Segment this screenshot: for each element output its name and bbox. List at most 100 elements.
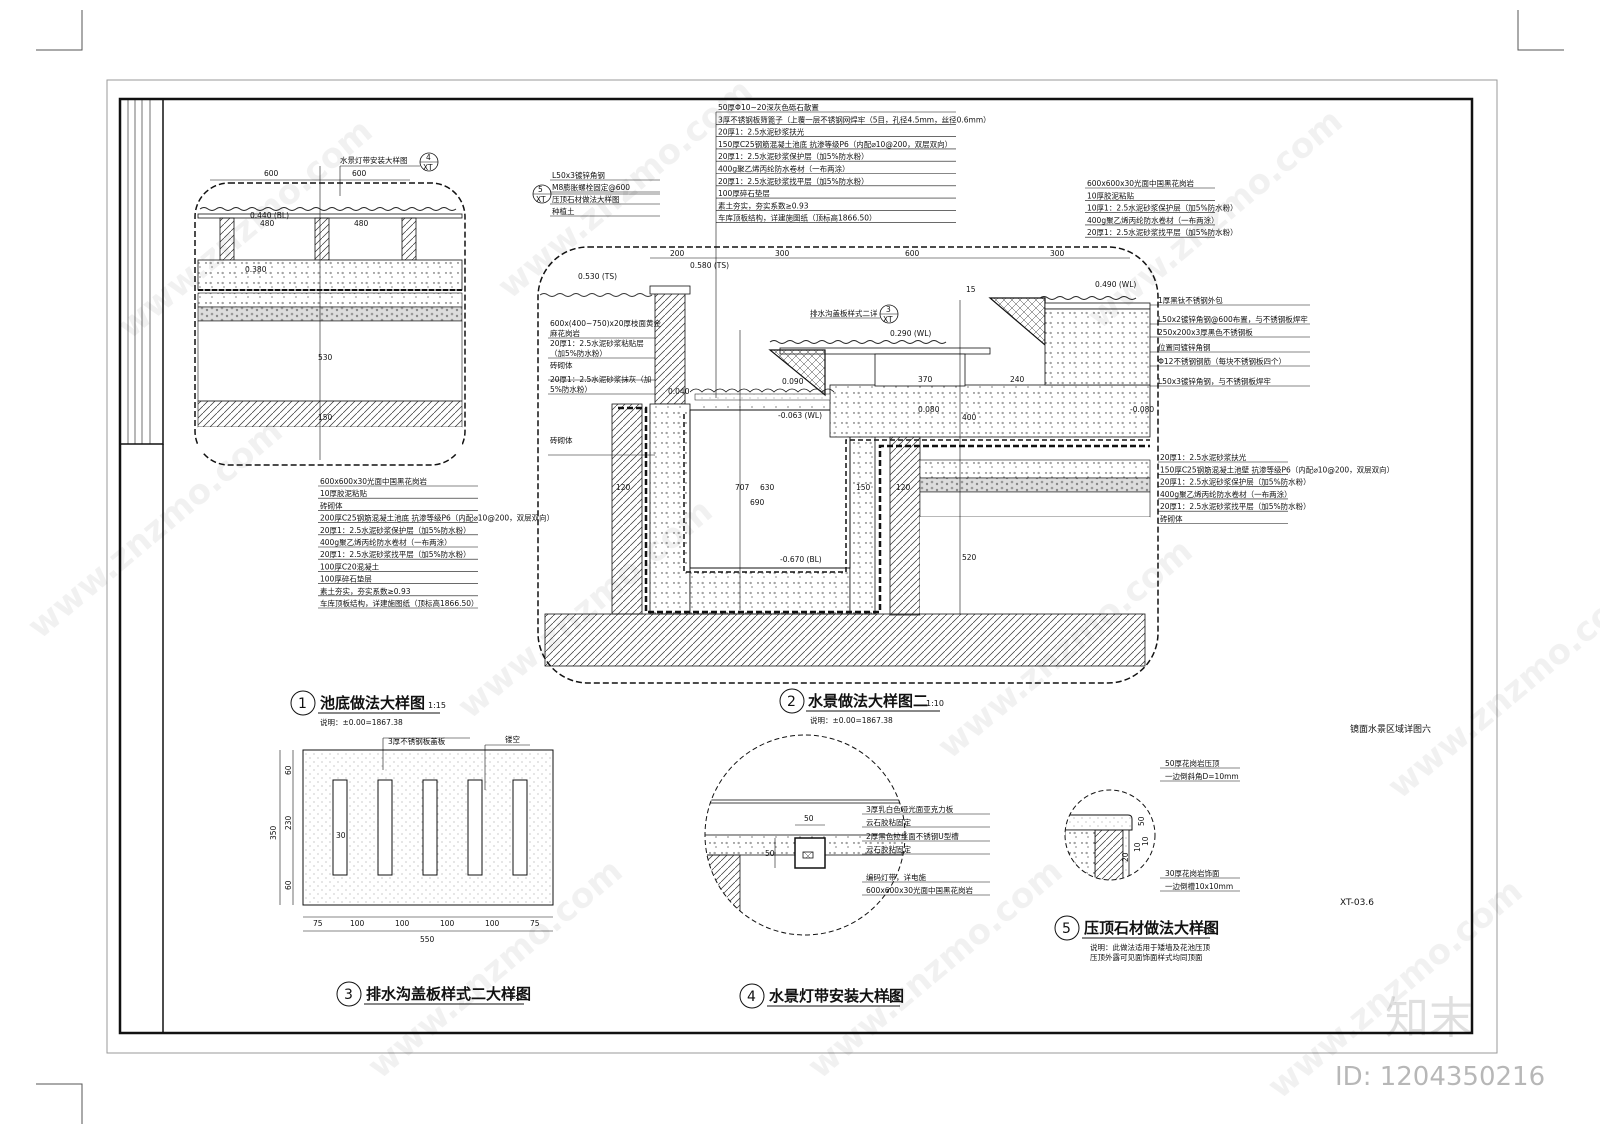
d2-righttop-layer-1: 10厚胶泥粘贴 bbox=[1087, 190, 1135, 200]
slot-opening bbox=[422, 779, 438, 876]
d3-num-bubble bbox=[336, 981, 362, 1007]
d2-dim-10: 120 bbox=[616, 483, 631, 492]
d2-elevations: 0.530 (TS) 0.580 (TS) 0.290 (WL) 0.490 (… bbox=[578, 261, 1154, 564]
d5-dim-1: 10 bbox=[1133, 842, 1142, 852]
d3-hollow-label: 镂空 bbox=[505, 734, 520, 744]
d3-dim-left-1: 230 bbox=[284, 815, 293, 830]
d2-dim-1: 300 bbox=[775, 249, 790, 258]
brand-logo: 知末 bbox=[1385, 993, 1473, 1044]
d2-left-labels: 600x(400~750)x20厚枝面黄金麻花岗岩20厚1：2.5水泥砂浆粘贴层… bbox=[548, 318, 662, 456]
d2-lefttop-label-1: M8膨胀螺栓固定@600 bbox=[552, 182, 630, 192]
title-strip bbox=[119, 98, 164, 1033]
d2-dim-8: 690 bbox=[750, 498, 765, 507]
d2-elev-2: 0.290 (WL) bbox=[890, 329, 931, 338]
d4-label-1: 云石胶粘固定 bbox=[866, 817, 911, 827]
d2-right-top-list: 600x600x30光面中国黑花岗岩 10厚胶泥粘贴 10厚1：2.5水泥砂浆保护层… bbox=[1085, 178, 1238, 238]
d1-ref-label: 水景灯带安装大样图 bbox=[340, 155, 408, 165]
d2-elev-1: 0.580 (TS) bbox=[690, 261, 729, 270]
d4-dim-1: 50 bbox=[765, 849, 775, 858]
d3-total: 550 bbox=[420, 935, 435, 944]
d2-right-labels: 1厚黑钛不锈钢外包L50x2镀锌角钢@600布置，与不锈钢板焊牢250x200x… bbox=[1150, 295, 1310, 387]
d4-label-5: 600x600x30光面中国黑花岗岩 bbox=[866, 885, 974, 895]
d2-dim-6: 707 bbox=[735, 483, 750, 492]
d2-lefttop-label-0: L50x3镀锌角钢 bbox=[552, 170, 605, 180]
d5-dim-0: 20 bbox=[1121, 852, 1130, 862]
image-id: ID: 1204350216 bbox=[1335, 1062, 1545, 1092]
d3-slot-width: 30 bbox=[336, 831, 346, 840]
d2-ref5-num: 5 bbox=[538, 185, 543, 194]
d2-ref5-sheet: XT bbox=[536, 195, 546, 204]
d2-lefttop-label-3: 种植土 bbox=[552, 206, 575, 216]
d1-num: 1 bbox=[298, 696, 307, 712]
d5-label-0: 50厚花岗岩压顶 bbox=[1165, 758, 1220, 768]
d2-left-label-3a: 20厚1：2.5水泥砂浆抹灰（加 bbox=[550, 374, 651, 384]
d2-left-label-4: 砖砌体 bbox=[550, 435, 573, 445]
outer-border bbox=[106, 79, 1498, 1054]
d2-rightbot-layer-2: 20厚1：2.5水泥砂浆保护层（加5%防水粉） bbox=[1160, 477, 1311, 487]
d2-right-label-4: Φ12不锈钢钢筋（每块不锈钢板四个） bbox=[1158, 356, 1286, 366]
d2-right-label-2: 250x200x3厚黑色不锈钢板 bbox=[1158, 327, 1253, 337]
d1-dim-1: 600 bbox=[352, 169, 367, 178]
d2-dim-14: 120 bbox=[896, 483, 911, 492]
d2-lefttop-label-2: 压顶石材做法大样图 bbox=[552, 194, 620, 204]
d2-dim-7: 630 bbox=[760, 483, 775, 492]
d2-left-label-2: 砖砌体 bbox=[550, 360, 573, 370]
d4-labels: 3厚乳白色哑光面亚克力板云石胶粘固定2厚黑色拉丝面不锈钢U型槽云石胶粘固定编码灯… bbox=[862, 804, 990, 896]
d1-dim-2: 480 bbox=[260, 219, 275, 228]
d3-dim-left-0: 60 bbox=[284, 765, 293, 775]
d1-dim-6: 530 bbox=[318, 353, 333, 362]
d2-elev-5: -0.670 (BL) bbox=[780, 555, 822, 564]
d2-dim-9: 150 bbox=[856, 483, 871, 492]
d1-title: 池底做法大样图 bbox=[320, 694, 425, 712]
d2-top-layer-5: 400g聚乙烯丙纶防水卷材（一布两涂） bbox=[718, 164, 850, 174]
d3-dim-bottom-5: 75 bbox=[530, 919, 540, 928]
d1-dim-7: 150 bbox=[318, 413, 333, 422]
d2-top-layer-8: 素土夯实，夯实系数≥0.93 bbox=[718, 200, 809, 210]
d2-rightbot-layer-5: 砖砌体 bbox=[1160, 514, 1183, 524]
d1-scale: 1:15 bbox=[428, 701, 446, 710]
d2-right-label-5: L50x3镀锌角钢，与不锈钢板焊牢 bbox=[1158, 376, 1271, 386]
d2-dim-2: 600 bbox=[905, 249, 920, 258]
d2-righttop-layer-2: 10厚1：2.5水泥砂浆保护层（加5%防水粉） bbox=[1087, 203, 1238, 213]
d2-righttop-layer-3: 400g聚乙烯丙纶防水卷材（一布两涂） bbox=[1087, 215, 1219, 225]
wm-7: www.znzmo.com bbox=[1380, 571, 1600, 807]
d2-left-label-3b: 5%防水粉） bbox=[550, 384, 592, 394]
d4-label-3: 云石胶粘固定 bbox=[866, 844, 911, 854]
d1-num-bubble bbox=[290, 690, 316, 716]
d2-top-layer-1: 3厚不锈钢板筛篦子（上覆一层不锈钢网焊牢（5目，孔径4.5mm，丝径0.6mm） bbox=[718, 114, 991, 124]
d2-dim-5: 240 bbox=[1010, 375, 1025, 384]
d2-top-layer-7: 100厚碎石垫层 bbox=[718, 188, 770, 198]
d2-title: 水景做法大样图二 bbox=[808, 692, 928, 710]
d2-right-label-1: L50x2镀锌角钢@600布置，与不锈钢板焊牢 bbox=[1158, 314, 1308, 324]
d1-layer-3: 200厚C25钢筋混凝土池底 抗渗等级P6（内配⌀10@200，双层双向） bbox=[320, 513, 554, 523]
d2-left-label-0b: 麻花岗岩 bbox=[550, 328, 580, 338]
d2-dim-13: 15 bbox=[966, 285, 976, 294]
d2-righttop-layer-0: 600x600x30光面中国黑花岗岩 bbox=[1087, 178, 1195, 188]
d2-elev-8: 0.080 bbox=[918, 405, 940, 414]
inner-frame bbox=[118, 97, 1474, 1035]
detail-3-plate bbox=[279, 737, 554, 932]
crop-marks bbox=[36, 10, 1564, 1124]
d2-elev-4: -0.063 (WL) bbox=[778, 411, 822, 420]
d1-layer-8: 100厚碎石垫层 bbox=[320, 574, 372, 584]
d1-layer-6: 20厚1：2.5水泥砂浆找平层（加5%防水粉） bbox=[320, 549, 471, 559]
d4-title: 水景灯带安装大样图 bbox=[769, 987, 904, 1005]
detail-1-section bbox=[194, 182, 466, 466]
d2-note: 说明：±0.00=1867.38 bbox=[810, 715, 893, 725]
d2-dim-3: 300 bbox=[1050, 249, 1065, 258]
d2-top-layer-9: 车库顶板结构，详建施图纸（顶标高1866.50） bbox=[718, 213, 877, 223]
d1-layer-list: 600x600x30光面中国黑花岗岩10厚胶泥粘贴砖砌体200厚C25钢筋混凝土… bbox=[318, 476, 554, 609]
d5-note-1: 压顶外露可见面饰面样式均同顶面 bbox=[1090, 952, 1203, 962]
d2-rightbot-layer-1: 150厚C25钢筋混凝土池壁 抗渗等级P6（内配⌀10@200，双层双向） bbox=[1160, 464, 1394, 474]
d2-dim-4: 370 bbox=[918, 375, 933, 384]
d2-top-layer-list: 50厚Φ10~20深灰色砾石散置3厚不锈钢板筛篦子（上覆一层不锈钢网焊牢（5目，… bbox=[716, 102, 991, 223]
d3-title: 排水沟盖板样式二大样图 bbox=[366, 985, 531, 1003]
d1-layer-9: 素土夯实，夯实系数≥0.93 bbox=[320, 586, 411, 596]
d2-scale: 1:10 bbox=[926, 699, 944, 708]
d4-num-bubble bbox=[739, 983, 765, 1009]
d4-label-2: 2厚黑色拉丝面不锈钢U型槽 bbox=[866, 831, 959, 841]
d5-label-2: 30厚花岗岩饰面 bbox=[1165, 868, 1220, 878]
d1-layer-2: 砖砌体 bbox=[320, 500, 343, 510]
